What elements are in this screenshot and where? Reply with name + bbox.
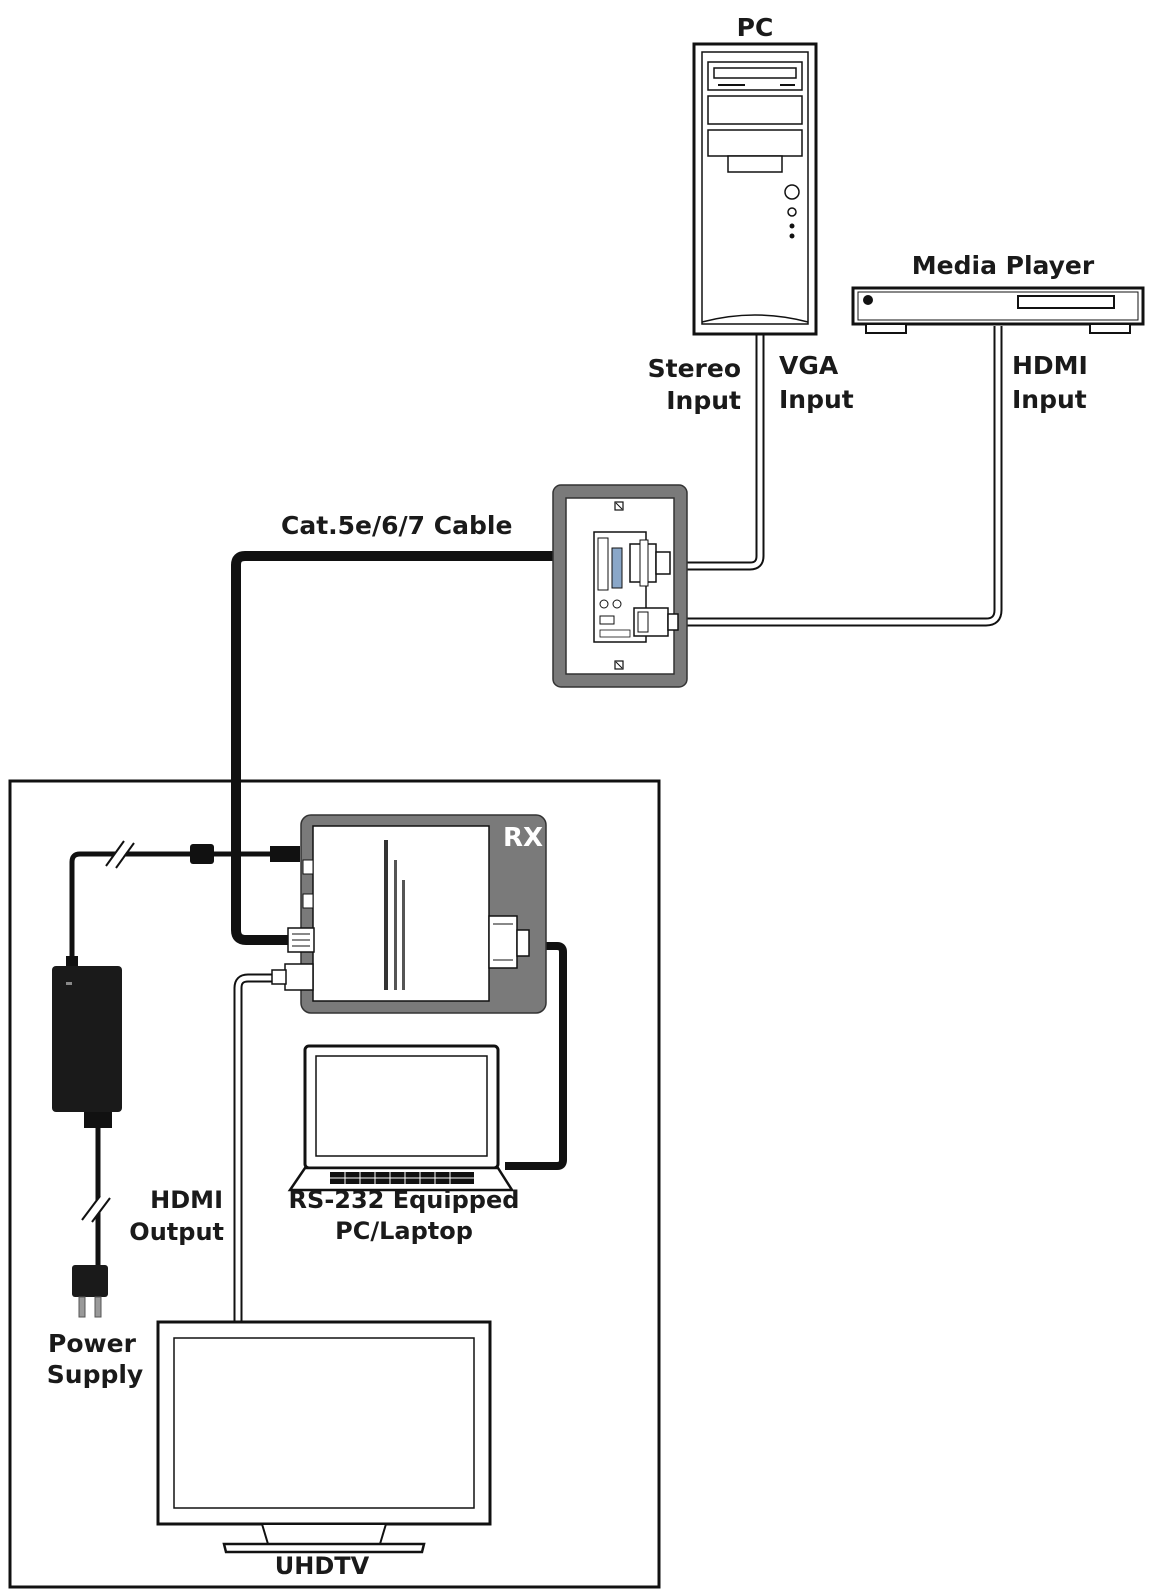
media-player-label: Media Player: [912, 251, 1095, 280]
media-player-icon: [851, 286, 1145, 334]
vga-input-label-line2: Input: [779, 385, 854, 414]
cat-cable: [231, 551, 555, 945]
pc-tower-icon: [692, 42, 818, 336]
receiver-area-frame: [8, 779, 661, 1589]
rx-receiver-icon: [271, 814, 547, 1014]
rs232-cable: [505, 942, 567, 1170]
rs232-pc-label-line1: RS-232 Equipped: [289, 1186, 520, 1214]
wall-plate-transmitter-icon: [552, 484, 688, 688]
vga-input-label-line1: VGA: [779, 351, 839, 380]
uhdtv-label: UHDTV: [275, 1552, 370, 1580]
stereo-input-label-line2: Input: [666, 386, 741, 415]
power-supply-label-line1: Power: [48, 1329, 137, 1358]
pc-label: PC: [737, 13, 774, 42]
hdmi-output-label-line1: HDMI: [150, 1186, 223, 1214]
laptop-icon: [287, 1044, 515, 1192]
uhdtv-icon: [156, 1320, 492, 1554]
hdmi-input-label-line2: Input: [1012, 385, 1087, 414]
rs232-pc-label-line2: PC/Laptop: [335, 1217, 473, 1245]
wall-plug-icon: [72, 1265, 108, 1318]
hdmi-output-label-line2: Output: [129, 1218, 224, 1246]
stereo-input-label-line1: Stereo: [648, 354, 741, 383]
power-supply-label-line2: Supply: [47, 1360, 143, 1389]
hdmi-input-label-line1: HDMI: [1012, 351, 1088, 380]
cat-cable-label: Cat.5e/6/7 Cable: [281, 511, 512, 540]
hdmi-output-cable: [233, 973, 285, 1322]
vga-stereo-cable: [680, 334, 765, 571]
power-adapter-icon: [52, 956, 122, 1128]
hdmi-input-cable: [680, 326, 1003, 627]
power-cable: [69, 837, 300, 1265]
rx-label: RX: [503, 823, 543, 853]
